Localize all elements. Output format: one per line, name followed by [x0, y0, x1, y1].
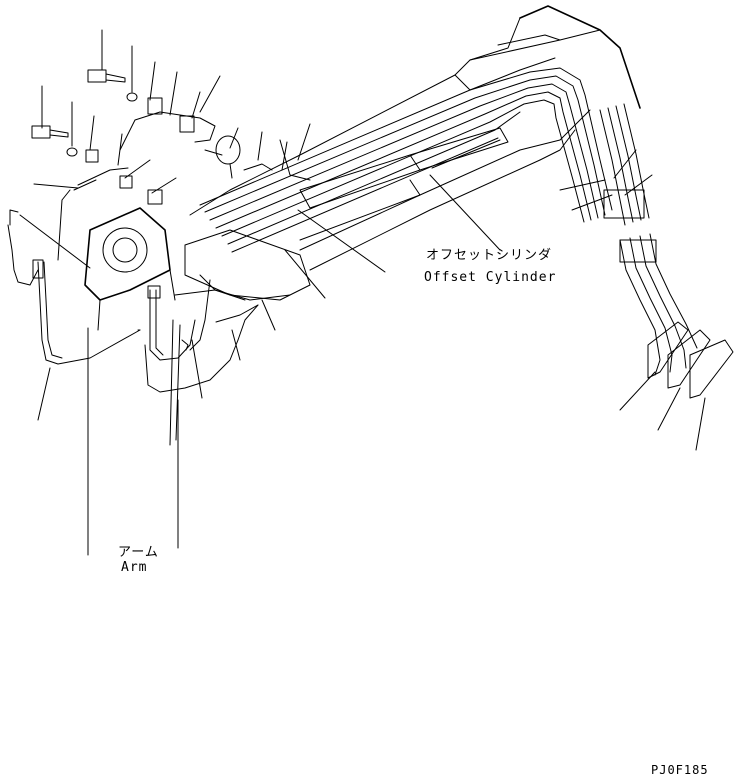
arm-label-jp: アーム — [118, 545, 159, 560]
leader-lines — [9, 29, 706, 556]
fastener-group — [31, 69, 311, 205]
drawing-code: PJ0F185 — [651, 763, 709, 777]
offset-cylinder — [299, 127, 509, 241]
right-hoses — [599, 103, 734, 399]
swing-bracket — [84, 207, 311, 331]
offset-cylinder-label-en: Offset Cylinder — [424, 270, 557, 285]
offset-cylinder-label-jp: オフセットシリンダ — [426, 248, 553, 263]
left-hoses — [7, 189, 259, 393]
boom-hose-bundle — [199, 67, 613, 253]
arm-label-en: Arm — [121, 560, 148, 575]
boom-body — [189, 5, 641, 301]
